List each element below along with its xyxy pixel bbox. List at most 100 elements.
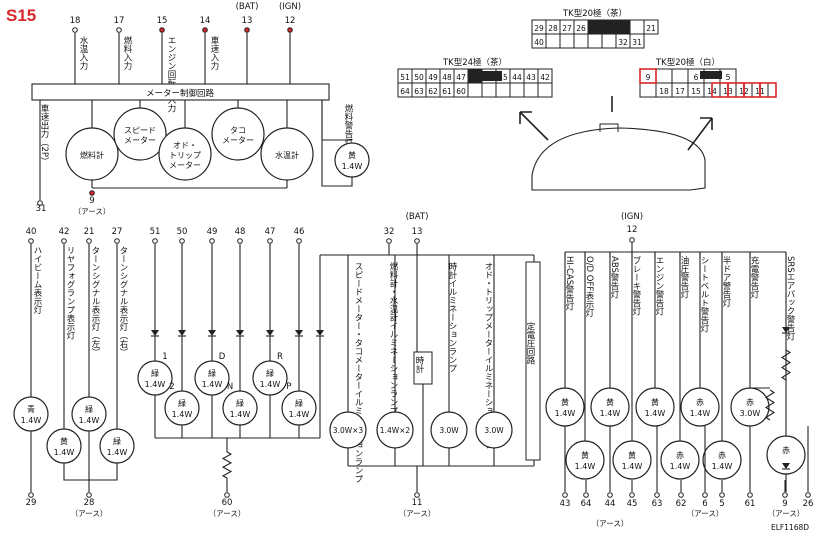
diode	[178, 330, 186, 336]
connector-title: TK型24極（茶）	[442, 57, 507, 68]
connector-cell	[629, 33, 645, 49]
pin-label: 18	[70, 16, 81, 26]
pin-label: 17	[114, 16, 125, 26]
connector-cell	[495, 82, 511, 98]
meter-control-circuit-label: メーター制御回路	[146, 88, 215, 99]
pin-label: 61	[745, 499, 756, 509]
vertical-label-text: 油圧警告灯	[679, 255, 689, 299]
lamp-color: 赤	[718, 451, 726, 460]
pin-number: 64	[400, 87, 410, 96]
wire	[88, 431, 118, 481]
vertical-label-text: エンジン回転数入力	[166, 36, 176, 113]
pin-label: 48	[235, 227, 246, 237]
vertical-label-text: リヤフォグランプ表示灯	[65, 246, 75, 340]
shift-letter: R	[277, 352, 283, 362]
pin-number: 47	[456, 73, 466, 82]
pin-number: 17	[675, 87, 685, 96]
lamp-watt: 1.4W	[645, 409, 666, 418]
connector-node	[152, 238, 158, 244]
lamp-color: 緑	[236, 398, 244, 408]
connector-node	[114, 238, 120, 244]
pin-number: 15	[691, 87, 701, 96]
ign-label: (IGN)	[279, 2, 301, 12]
vertical-label-text: 時計	[414, 356, 424, 374]
connector-node	[28, 238, 34, 244]
lamp-watt: 1.4W	[289, 410, 310, 419]
highlight-cell	[639, 68, 657, 84]
pin-number: 32	[618, 38, 628, 47]
connector-node	[386, 238, 392, 244]
connector-node	[607, 492, 613, 498]
input-label: 水温入力	[78, 35, 88, 71]
gauge	[211, 107, 265, 161]
pin-label: 9	[89, 196, 94, 206]
pin-number: 63	[414, 87, 424, 96]
lamp-color: 緑	[266, 368, 274, 378]
indicator-label: ターンシグナル表示灯（右）	[118, 246, 128, 357]
indicator-lamp	[13, 396, 49, 432]
connector-title: TK型20極（白）	[655, 57, 720, 68]
pin-number: 18	[659, 87, 669, 96]
diode	[295, 330, 303, 336]
indicator-lamp	[99, 428, 135, 464]
indicator-label: ハイビーム表示灯	[32, 246, 42, 315]
fuel-warn-lamp	[334, 142, 370, 178]
clock-label: 時計	[414, 356, 424, 374]
wire	[63, 463, 89, 481]
vertical-label-text: 燃料入力	[122, 35, 132, 71]
pin-label: 14	[200, 16, 211, 26]
earth-label: （アース）	[399, 509, 436, 518]
illum-label: スピードメーター・タコメーターイルミネーションランプ	[353, 262, 363, 483]
vertical-label-text: HI-CAS警告灯	[564, 256, 574, 312]
vertical-label-text: O/D OFF表示灯	[584, 256, 594, 318]
pin-number: 40	[534, 38, 544, 47]
vertical-label-text: ハイビーム表示灯	[32, 246, 42, 315]
connector-key	[478, 71, 502, 81]
warning-lamp	[565, 440, 605, 480]
illum-watt: 3.0W×3	[333, 426, 364, 435]
shift-lamp	[137, 360, 173, 396]
gauge-label: オド・	[173, 141, 197, 150]
lamp-color: 黄	[581, 450, 589, 460]
input-label: 燃料入力	[122, 35, 132, 71]
lamp-color: 黄	[628, 450, 636, 460]
warning-lamp	[702, 440, 742, 480]
earth-label: （アース）	[592, 519, 629, 528]
connector-node	[629, 492, 635, 498]
gauge-label: メーター	[124, 136, 156, 145]
diode	[782, 327, 790, 333]
connector-node	[583, 492, 589, 498]
connector-node	[654, 492, 660, 498]
connector-cell	[467, 82, 483, 98]
lamp-watt: 1.4W	[145, 380, 166, 389]
shift-lamp	[222, 390, 258, 426]
highlight-cell	[759, 82, 777, 98]
illum-watt: 3.0W	[439, 426, 459, 435]
connector-node	[782, 492, 788, 498]
pin-number: 9	[646, 73, 651, 82]
lamp-color: 黄	[60, 436, 68, 446]
illum-watt: 1.4W×2	[380, 426, 411, 435]
connector-node	[562, 492, 568, 498]
lamp-watt: 1.4W	[107, 448, 128, 457]
connector-node	[86, 238, 92, 244]
connector-cell	[639, 82, 657, 98]
lamp-color: 黄	[651, 397, 659, 407]
illum-label: オド・トリップメーターイルミネーションランプ	[483, 262, 493, 449]
vertical-label-text: ターンシグナル表示灯（右）	[118, 246, 128, 357]
pin-label: 12	[627, 225, 638, 235]
vertical-label-text: 車速入力	[209, 35, 219, 71]
connector-key	[700, 71, 722, 79]
connector-node	[719, 492, 725, 498]
vertical-label-text: オド・トリップメーターイルミネーションランプ	[483, 262, 493, 449]
pin-label: 31	[36, 204, 47, 214]
lamp-color: 赤	[746, 398, 754, 407]
lamp-watt: 1.4W	[575, 462, 596, 471]
pin-label: 47	[265, 227, 276, 237]
connector-node	[224, 492, 230, 498]
pin-label: 60	[222, 498, 233, 508]
vertical-label-text: 時計イルミネーションランプ	[447, 262, 457, 373]
lamp-color: 黄	[561, 397, 569, 407]
earth-label: （アース）	[71, 509, 108, 518]
